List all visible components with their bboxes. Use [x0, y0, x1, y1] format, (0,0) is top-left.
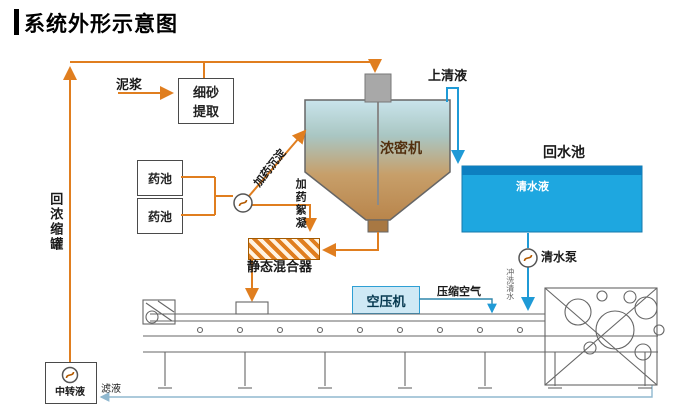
tank-motor: [364, 73, 392, 103]
air-compressor-box: 空压机: [352, 286, 420, 314]
sand-extraction-box: 细砂 提取: [178, 78, 234, 124]
return-water-pool: [461, 165, 643, 233]
static-mixer-box: [248, 238, 320, 260]
thickener-tank: [304, 73, 451, 233]
return-tank-label: 回浓缩罐: [47, 192, 63, 252]
sand-extraction-label-line2: 提取: [192, 105, 219, 120]
static-mixer-label: 静态混合器: [247, 260, 313, 275]
sand-extraction-label-line1: 细砂: [192, 86, 219, 101]
filtrate-line: [99, 385, 653, 402]
filtrate-label: 滤液: [101, 384, 121, 395]
clean-pump-label: 清水泵: [541, 250, 578, 264]
air-compressor-label: 空压机: [366, 294, 406, 310]
dosing-pump-symbol: [233, 193, 253, 213]
supernatant-label: 上清液: [428, 69, 468, 84]
chemical-pool-label-1: 药池: [147, 171, 172, 186]
thickener-label: 浓密机: [380, 141, 422, 157]
transfer-pump-symbol: [61, 366, 79, 384]
mud-label: 泥浆: [116, 78, 143, 93]
clean-water-pump-symbol: [518, 248, 538, 268]
return-pool-label: 回水池: [543, 145, 585, 161]
belt-filter-press: [142, 287, 665, 389]
compressed-air-label: 压缩空气: [437, 285, 481, 298]
slurry-flow-lines: [63, 59, 382, 362]
transfer-tank-label: 中转液: [55, 387, 85, 398]
title-accent-bar: [14, 9, 19, 35]
water-flow-lines: [419, 87, 535, 314]
dose-floc-label: 加药絮凝: [294, 178, 308, 230]
flush-water-label: 冲洗清水: [505, 268, 515, 300]
chemical-pool-label-2: 药池: [147, 209, 172, 224]
chemical-pool-box-2: 药池: [137, 198, 183, 234]
page-title: 系统外形示意图: [24, 12, 178, 36]
clear-water-label: 清水液: [516, 180, 549, 193]
